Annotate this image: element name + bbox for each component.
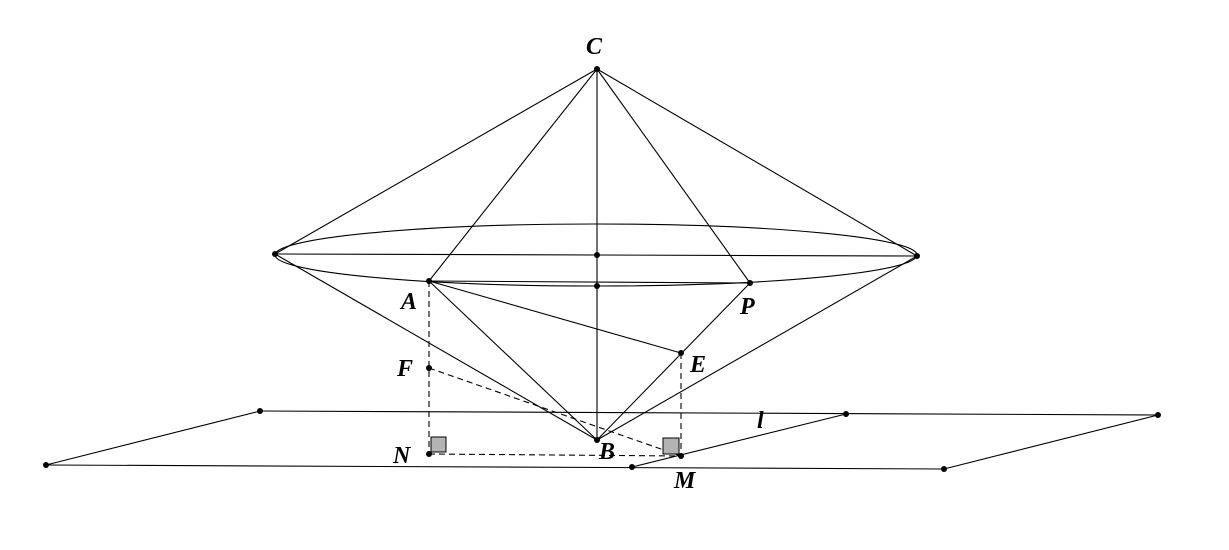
point-ap-mid — [594, 283, 600, 289]
label-a: A — [399, 289, 417, 315]
point-l-start — [629, 464, 635, 470]
label-p: P — [739, 294, 755, 320]
segment-p-b — [596, 282, 751, 441]
point-e — [678, 350, 684, 356]
label-l: l — [757, 408, 764, 434]
points — [43, 66, 1161, 472]
label-n: N — [392, 443, 412, 469]
plane-edge-right — [943, 414, 1159, 470]
segment-n-m — [428, 453, 682, 457]
label-f: F — [396, 356, 413, 382]
point-plane-front-right — [941, 466, 947, 472]
segment-c-p — [596, 68, 751, 284]
point-left-rim — [272, 251, 278, 257]
point-base-center — [594, 252, 600, 258]
label-m: M — [673, 468, 697, 494]
plane-edge-back — [259, 410, 1159, 416]
plane-edge-left — [45, 410, 261, 466]
right-angle-mark-m — [662, 437, 680, 455]
segment-a-p — [428, 280, 751, 284]
point-plane-back-left — [257, 408, 263, 414]
segment-b-right-rim — [596, 255, 918, 441]
segment-c-right-rim — [596, 68, 918, 257]
labels: C A P F E N B M l — [392, 34, 764, 494]
segment-c-left-rim — [274, 68, 598, 255]
line-l — [631, 413, 847, 468]
segment-a-b — [428, 280, 598, 441]
point-right-rim — [914, 253, 920, 259]
ground-plane — [45, 410, 1159, 470]
label-b: B — [598, 439, 615, 465]
point-f — [426, 365, 432, 371]
segment-c-a — [428, 68, 598, 282]
segment-a-e — [428, 280, 682, 354]
point-p — [747, 280, 753, 286]
right-angle-marks — [430, 436, 680, 455]
point-c — [594, 66, 600, 72]
point-n — [426, 451, 432, 457]
segment-f-m — [428, 367, 682, 457]
point-plane-front-left — [43, 462, 49, 468]
right-angle-mark-n — [430, 436, 447, 453]
plane-edge-front — [45, 464, 945, 470]
label-e: E — [689, 352, 706, 378]
dashed-lines — [428, 281, 682, 457]
point-b — [594, 437, 600, 443]
label-c: C — [586, 34, 603, 60]
point-m — [678, 453, 684, 459]
point-l-end — [843, 411, 849, 417]
point-a — [426, 278, 432, 284]
cone-generators — [274, 68, 918, 441]
point-plane-back-right — [1155, 412, 1161, 418]
segment-b-left-rim — [274, 253, 598, 441]
